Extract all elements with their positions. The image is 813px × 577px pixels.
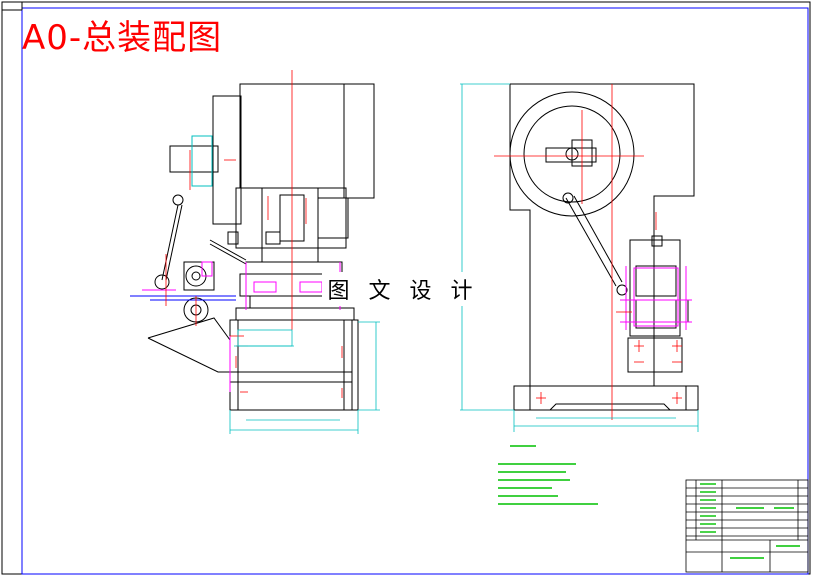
- title-block-entries: [700, 483, 800, 559]
- title-block: [685, 479, 809, 573]
- front-view-accent-parts: [620, 266, 692, 330]
- side-view-dimensions: [229, 321, 380, 434]
- side-view: [130, 83, 375, 411]
- side-view-centerlines: [165, 70, 343, 398]
- inner-frame: [21, 7, 809, 575]
- front-view-centerlines: [494, 84, 682, 420]
- drawing-title: A0-总装配图: [22, 18, 223, 58]
- front-view: [509, 83, 699, 411]
- watermark-label: 图 文 设 计: [322, 272, 484, 306]
- front-view-dimensions: [460, 83, 699, 432]
- technical-notes: [498, 445, 598, 505]
